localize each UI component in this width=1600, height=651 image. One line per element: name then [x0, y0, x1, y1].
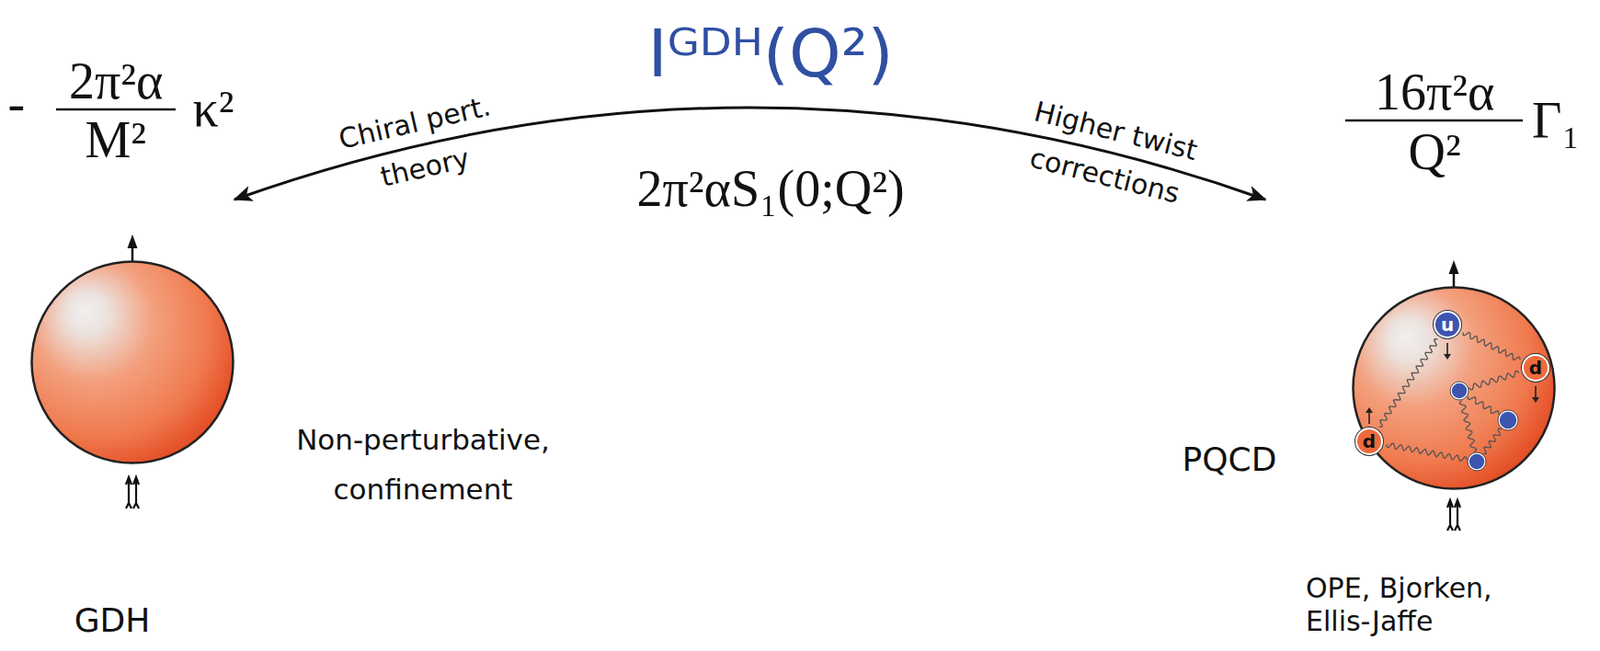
- spin-tail: [125, 477, 139, 509]
- gluon-line: [1462, 331, 1520, 360]
- quark-spin-head: [1365, 407, 1373, 413]
- spin-arrowhead: [1449, 260, 1460, 275]
- gluon-line: [1483, 428, 1502, 455]
- quark-spin-head: [1531, 397, 1540, 403]
- quark-circle: d: [1520, 352, 1552, 384]
- spin-arrowhead: [127, 234, 138, 249]
- gluon-line: [1469, 371, 1520, 390]
- arc-label: Higher twist corrections: [1009, 86, 1212, 220]
- quark-rim: [1520, 353, 1551, 383]
- sea-quark: [1451, 382, 1468, 400]
- fraction-bar: [1345, 119, 1523, 123]
- quark-spin-arrow: [1534, 386, 1537, 398]
- integral-title: Iᴳᴰᴴ(Q²): [648, 20, 894, 87]
- quark-ring: [1433, 310, 1462, 339]
- region-note: Non-perturbative, confinement: [273, 414, 574, 515]
- fraction-numerator: 16π²α: [1374, 66, 1495, 118]
- math-factor: Γ₁: [1531, 94, 1580, 147]
- quark-spin-arrow: [1446, 342, 1449, 355]
- fraction-bar: [56, 108, 176, 112]
- nucleon-sphere: GDH: [30, 260, 235, 465]
- minus-sign: -: [8, 77, 26, 129]
- arc-label: Chiral pert. theory: [317, 80, 524, 212]
- gluon-line: [1467, 396, 1498, 415]
- region-note: PQCD: [1182, 443, 1278, 477]
- fraction-denominator: M²: [85, 114, 148, 166]
- sphere-caption: OPE, Bjorken, Ellis-Jaffe: [1305, 571, 1507, 639]
- quark-spin-head: [1443, 354, 1452, 360]
- quark-ring: [1355, 427, 1383, 456]
- middle-formula: 2π²αS₁(0;Q²): [637, 162, 905, 215]
- sea-quark-rim: [1450, 381, 1469, 400]
- gluon-line: [1386, 443, 1468, 462]
- quark-letter: d: [1529, 358, 1543, 378]
- quark-ring: [1521, 354, 1550, 382]
- sea-quark: [1468, 453, 1486, 470]
- quark-letter: d: [1362, 432, 1376, 451]
- sea-quark-rim: [1467, 452, 1486, 471]
- quark-letter: u: [1440, 315, 1454, 334]
- math-factor: κ²: [193, 82, 235, 135]
- quark-fill: [1523, 355, 1548, 380]
- fraction-numerator: 2π²α: [68, 55, 163, 107]
- spin-tail: [1447, 500, 1461, 531]
- quark-fill: [1435, 312, 1460, 337]
- sphere-art: [30, 260, 235, 465]
- gluon-line: [1460, 400, 1477, 453]
- fraction-denominator: Q²: [1408, 125, 1462, 178]
- sphere-outline: [1353, 287, 1555, 490]
- sea-quark-rim: [1497, 410, 1519, 431]
- sphere-caption: GDH: [30, 602, 195, 640]
- quark-fill: [1357, 429, 1382, 454]
- quark-spin-arrow: [1368, 412, 1371, 424]
- quark-circle: d: [1353, 425, 1385, 458]
- sphere-outline: [32, 262, 234, 464]
- quark-rim: [1432, 309, 1463, 340]
- nucleon-sphere: OPE, Bjorken, Ellis-Jaffeudd: [1351, 285, 1556, 491]
- gluon-line: [1379, 339, 1439, 428]
- quark-circle: u: [1431, 308, 1463, 341]
- quark-rim: [1354, 426, 1384, 457]
- sea-quark: [1498, 411, 1518, 430]
